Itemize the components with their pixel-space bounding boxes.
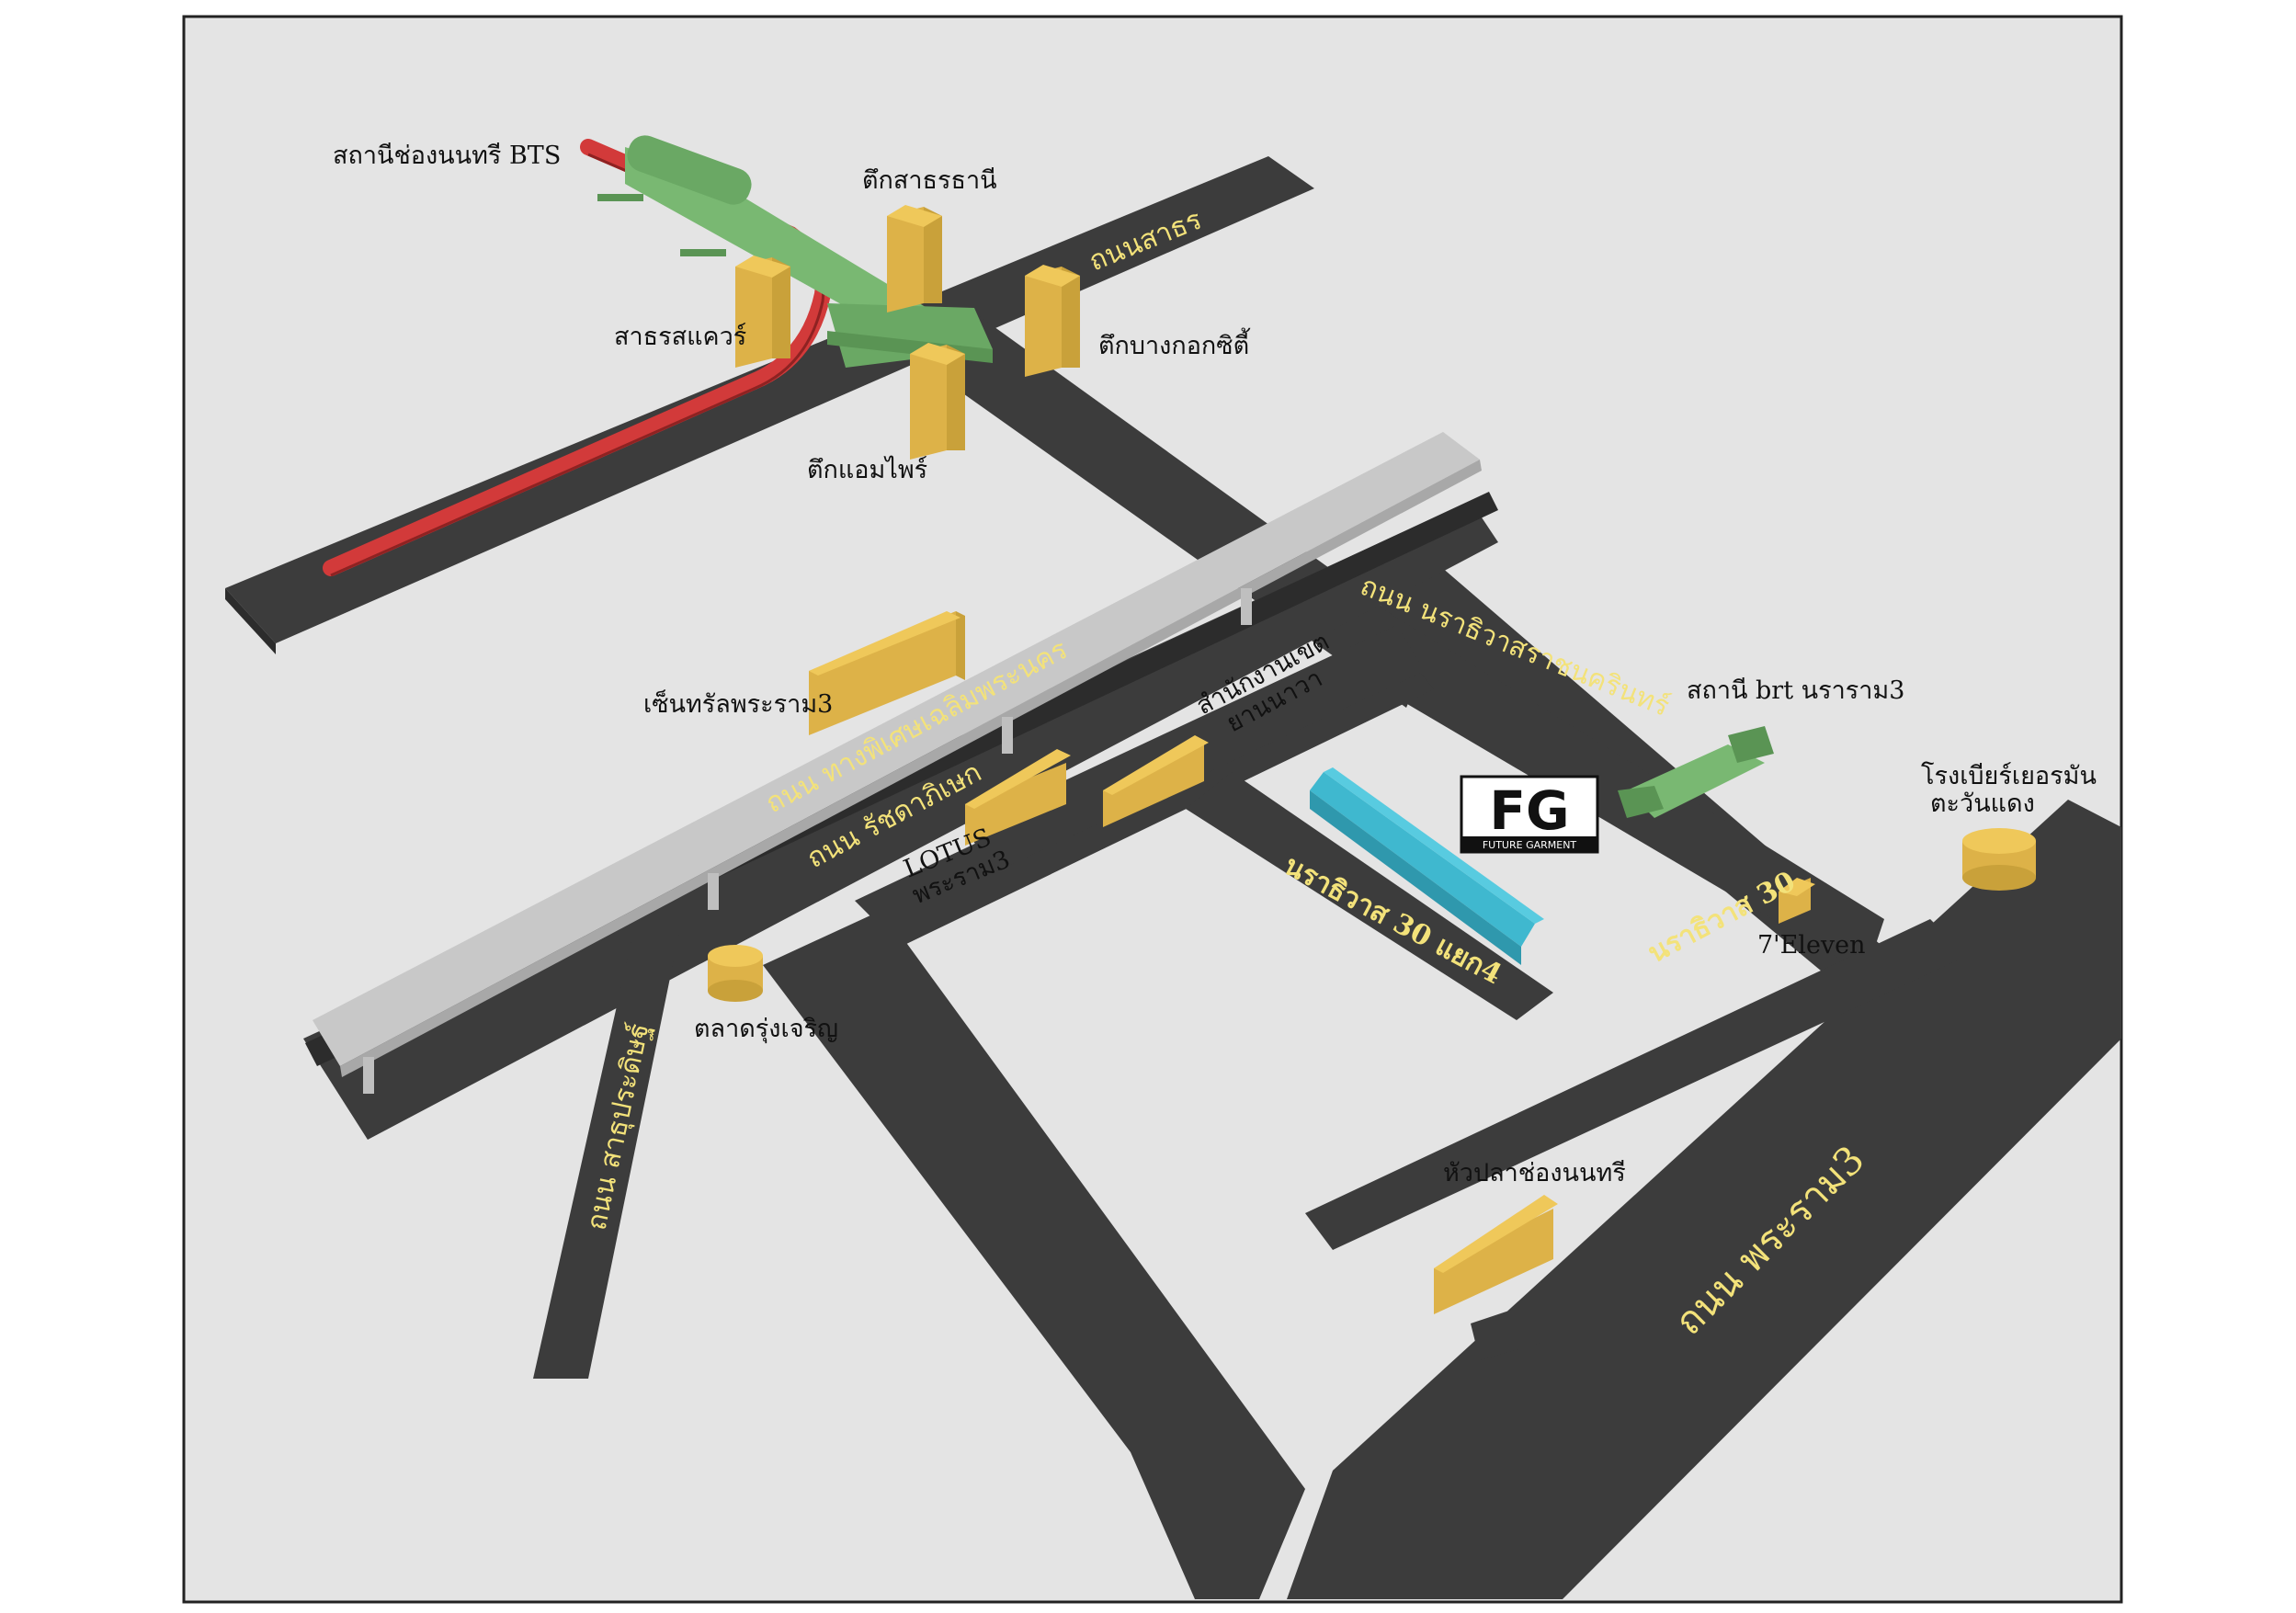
central-rama3-building xyxy=(809,611,965,735)
bangkok-city-building xyxy=(1025,265,1080,377)
label-hua-pla: หัวปลาช่องนนทรี xyxy=(1443,1159,1626,1187)
yannawa-office-building xyxy=(1103,735,1209,827)
rungcharoen-market-building xyxy=(708,945,763,1002)
label-empire: ตึกแอมไพร์ xyxy=(807,455,927,484)
sathupradit-road xyxy=(533,928,680,1379)
future-garment-factory xyxy=(1310,767,1544,965)
label-rungcharoen: ตลาดรุ่งเจริญ xyxy=(694,1015,838,1044)
lotus-building xyxy=(965,749,1071,846)
rama3-road xyxy=(1287,800,2121,1599)
label-seven-eleven: 7'Eleven xyxy=(1757,931,1866,960)
label-sathorn-square: สาธรสแควร์ xyxy=(614,322,746,351)
label-german-brewery-1: โรงเบียร์เยอรมัน xyxy=(1921,761,2097,790)
brt-station xyxy=(1618,726,1774,818)
sathorn-thani-building xyxy=(887,205,942,312)
sathorn-square-building xyxy=(735,256,790,368)
empire-building xyxy=(910,343,965,460)
german-brewery-building xyxy=(1962,828,2036,891)
fg-logo: FG FUTURE GARMENT xyxy=(1460,775,1599,854)
seven-eleven-building xyxy=(1779,878,1815,924)
label-german-brewery-2: ตะวันแดง xyxy=(1930,789,2035,818)
hua-pla-building xyxy=(1434,1195,1558,1314)
label-central-rama3: เซ็นทรัลพระราม3 xyxy=(643,687,833,719)
fg-logo-name: FUTURE GARMENT xyxy=(1483,839,1577,851)
buildings xyxy=(708,205,2036,1314)
fg-logo-mark: FG xyxy=(1489,779,1569,842)
label-sathorn-thani: ตึกสาธรธานี xyxy=(862,166,997,195)
label-bangkok-city: ตึกบางกอกซิตี้ xyxy=(1098,327,1250,360)
label-bts-station: สถานีช่องนนทรี BTS xyxy=(333,142,561,170)
roads xyxy=(225,156,2121,1599)
rachadapisek-road xyxy=(303,501,1498,1140)
expressway xyxy=(305,432,1498,1094)
label-brt-station: สถานี brt นราราม3 xyxy=(1687,676,1904,705)
